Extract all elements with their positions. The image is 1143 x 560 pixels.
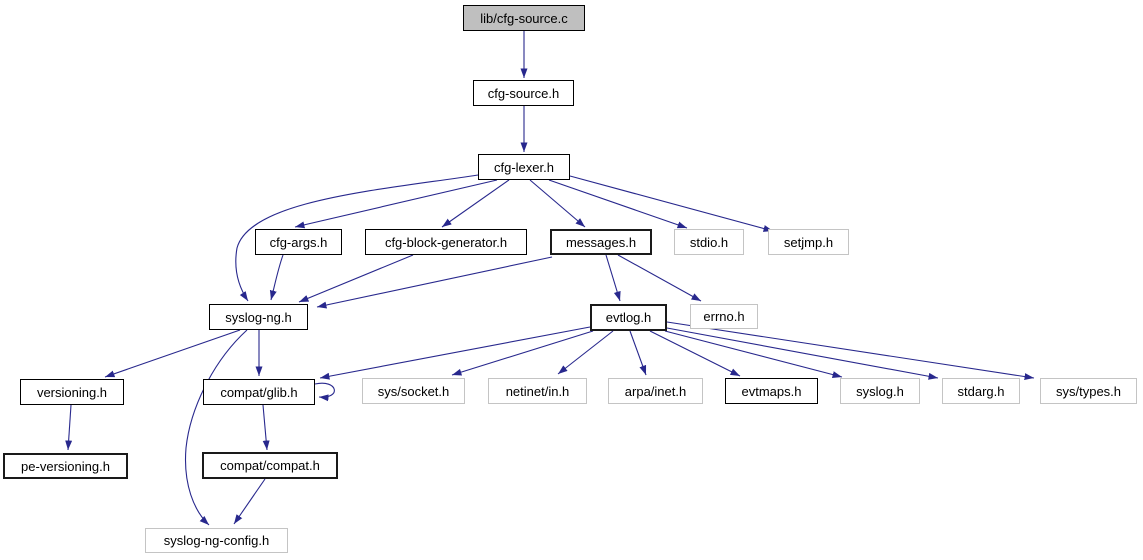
edge-cfg-lexer-h-to-setjmp-h — [569, 175, 774, 232]
edge-cfg-lexer-h-to-cfg-block-generator-h — [441, 179, 510, 228]
graph-node-lib-cfg-source-c: lib/cfg-source.c — [463, 5, 585, 31]
graph-node-stdio-h: stdio.h — [674, 229, 744, 255]
edge-syslog-ng-h-to-syslog-ng-config-h — [184, 329, 248, 526]
graph-node-arpa-inet-h: arpa/inet.h — [608, 378, 703, 404]
graph-node-compat-glib-h[interactable]: compat/glib.h — [203, 379, 315, 405]
graph-node-syslog-h: syslog.h — [840, 378, 920, 404]
graph-node-versioning-h[interactable]: versioning.h — [20, 379, 124, 405]
graph-node-cfg-source-h[interactable]: cfg-source.h — [473, 80, 574, 106]
graph-node-stdarg-h: stdarg.h — [942, 378, 1020, 404]
edge-evtlog-h-to-sys-types-h — [666, 321, 1035, 381]
edge-messages-h-to-evtlog-h — [605, 254, 621, 302]
graph-node-label: syslog.h — [856, 383, 904, 399]
graph-node-setjmp-h: setjmp.h — [768, 229, 849, 255]
graph-node-label: evtlog.h — [605, 310, 652, 325]
graph-node-label: pe-versioning.h — [21, 458, 110, 474]
graph-node-label: arpa/inet.h — [624, 383, 687, 399]
edge-compat-glib-h-to-compat-compat-h — [262, 404, 270, 451]
graph-node-label: evtmaps.h — [741, 383, 802, 399]
edge-compat-glib-h-to-compat-glib-h — [314, 382, 335, 402]
graph-node-label: stdarg.h — [957, 383, 1005, 399]
graph-node-label: cfg-source.h — [487, 85, 560, 101]
edge-compat-compat-h-to-syslog-ng-config-h — [233, 478, 266, 525]
edge-cfg-lexer-h-to-cfg-args-h — [294, 179, 498, 229]
edge-cfg-block-generator-h-to-syslog-ng-h — [298, 254, 414, 303]
graph-node-label: syslog-ng.h — [225, 309, 292, 325]
edge-cfg-args-h-to-syslog-ng-h — [269, 254, 284, 301]
edge-evtlog-h-to-sys-socket-h — [451, 330, 594, 376]
graph-node-label: stdio.h — [689, 234, 729, 250]
graph-node-sys-types-h: sys/types.h — [1040, 378, 1137, 404]
edge-evtlog-h-to-compat-glib-h — [319, 326, 591, 380]
graph-node-label: syslog-ng-config.h — [163, 533, 270, 548]
graph-node-label: compat/compat.h — [220, 458, 320, 473]
graph-node-label: sys/types.h — [1055, 383, 1122, 399]
graph-node-evtlog-h[interactable]: evtlog.h — [590, 304, 667, 331]
graph-node-label: compat/glib.h — [220, 384, 298, 400]
graph-node-label: lib/cfg-source.c — [480, 10, 568, 26]
graph-node-label: cfg-block-generator.h — [384, 234, 508, 250]
graph-node-messages-h[interactable]: messages.h — [550, 229, 652, 255]
graph-node-sys-socket-h: sys/socket.h — [362, 378, 465, 404]
graph-node-pe-versioning-h[interactable]: pe-versioning.h — [3, 453, 128, 479]
graph-node-syslog-ng-config-h: syslog-ng-config.h — [145, 528, 288, 553]
graph-node-label: netinet/in.h — [505, 383, 570, 399]
graph-node-cfg-args-h[interactable]: cfg-args.h — [255, 229, 342, 255]
graph-node-label: cfg-lexer.h — [494, 159, 554, 175]
graph-node-evtmaps-h[interactable]: evtmaps.h — [725, 378, 818, 404]
edge-cfg-lexer-h-to-syslog-ng-h — [235, 174, 479, 302]
graph-node-label: errno.h — [703, 309, 745, 324]
edge-versioning-h-to-pe-versioning-h — [65, 404, 73, 451]
edge-cfg-lexer-h-to-messages-h — [529, 179, 586, 228]
graph-node-errno-h: errno.h — [690, 304, 758, 329]
edge-evtlog-h-to-evtmaps-h — [649, 330, 741, 377]
edge-evtlog-h-to-netinet-in-h — [557, 330, 614, 375]
edge-syslog-ng-h-to-versioning-h — [104, 329, 241, 378]
graph-node-label: setjmp.h — [783, 234, 834, 250]
graph-node-label: messages.h — [565, 234, 637, 250]
edge-cfg-lexer-h-to-stdio-h — [548, 179, 688, 229]
edge-evtlog-h-to-stdarg-h — [666, 327, 939, 380]
graph-node-label: cfg-args.h — [269, 234, 328, 250]
graph-node-compat-compat-h[interactable]: compat/compat.h — [202, 452, 338, 479]
graph-node-syslog-ng-h[interactable]: syslog-ng.h — [209, 304, 308, 330]
graph-node-label: sys/socket.h — [377, 383, 450, 399]
graph-node-netinet-in-h: netinet/in.h — [488, 378, 587, 404]
edge-evtlog-h-to-arpa-inet-h — [629, 330, 647, 376]
graph-node-cfg-lexer-h[interactable]: cfg-lexer.h — [478, 154, 570, 180]
graph-node-label: versioning.h — [36, 384, 108, 400]
edge-evtlog-h-to-syslog-h — [664, 330, 843, 378]
edge-messages-h-to-errno-h — [617, 254, 702, 302]
edge-messages-h-to-syslog-ng-h — [316, 256, 553, 309]
graph-node-cfg-block-generator-h[interactable]: cfg-block-generator.h — [365, 229, 527, 255]
